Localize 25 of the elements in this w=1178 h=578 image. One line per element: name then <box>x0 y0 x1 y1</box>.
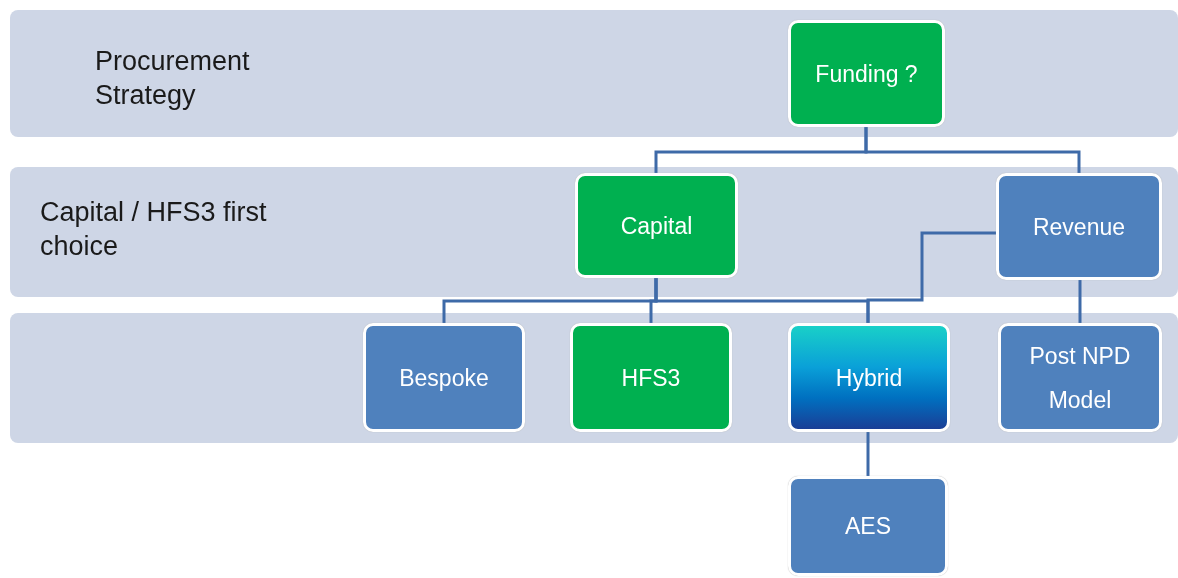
process-box <box>998 323 1162 432</box>
swimlane-band <box>10 313 1178 443</box>
lane-label: Procurement Strategy <box>95 45 251 112</box>
box-label: Revenue <box>1032 212 1126 242</box>
process-box <box>575 173 738 278</box>
process-box <box>570 323 732 432</box>
process-box <box>788 20 945 127</box>
swimlane-band <box>10 167 1178 297</box>
box-label: HFS3 <box>621 363 681 393</box>
box-label: Post NPD Model <box>1028 341 1132 415</box>
swimlane-band <box>10 10 1178 137</box>
box-label: Bespoke <box>399 363 489 393</box>
connector-line <box>864 127 1081 173</box>
box-label: Funding ? <box>815 59 918 89</box>
connector-line <box>1078 280 1082 323</box>
process-box <box>788 323 950 432</box>
box-label: Capital <box>620 211 693 241</box>
lane-label: Capital / HFS3 first choice <box>40 196 268 263</box>
box-label: Hybrid <box>835 363 903 393</box>
box-label: AES <box>845 512 891 541</box>
connector-line <box>866 231 996 323</box>
process-box <box>996 173 1162 280</box>
connector-line <box>866 432 870 476</box>
process-box <box>363 323 525 432</box>
process-box <box>788 476 948 576</box>
